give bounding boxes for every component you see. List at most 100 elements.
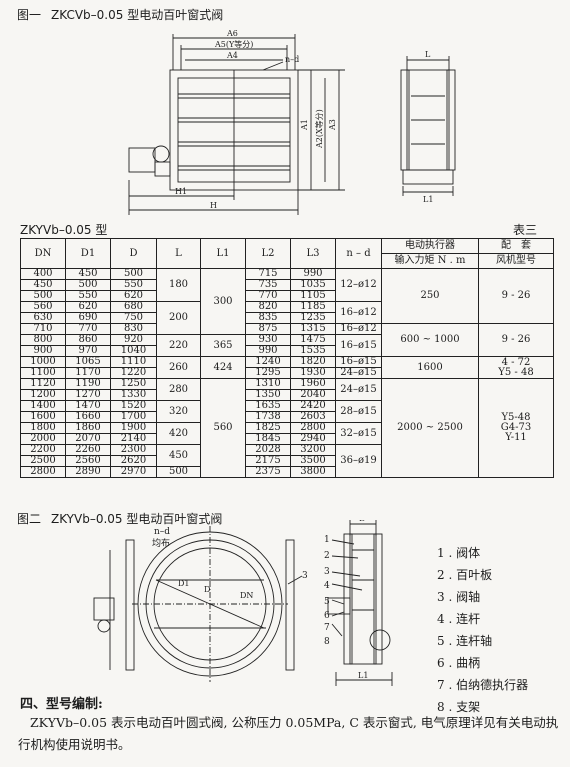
- cell-dn: 450: [20, 279, 66, 291]
- cell-l: 420: [156, 422, 201, 445]
- callout-7: 7: [324, 623, 330, 633]
- cell-nd: 12–ø12: [335, 268, 382, 302]
- cell-l2: 1310: [245, 378, 291, 390]
- table-row: 1120 1190 1250 280 560 1310 1960 24–ø15 …: [20, 378, 554, 478]
- table-row: 1000 1065 1110 260 424 1240 1820 16–ø15 …: [20, 356, 554, 379]
- fig2-l: L: [359, 520, 365, 523]
- figure2-drawing: n–d 均布 D1 D DN L L1 1 2 3 4 5 6 7 8 3: [93, 520, 393, 686]
- cell-nd: 32–ø15: [335, 422, 382, 445]
- table-row: 710 770 830 875 1315 16–ø12 600 ~ 1000 9…: [20, 323, 554, 357]
- cell-l3: 3800: [290, 466, 336, 478]
- cell-l3: 1185: [290, 301, 336, 313]
- dim-l: L: [425, 50, 431, 59]
- header-matching-sub: 风机型号: [478, 253, 554, 269]
- cell-dn: 800: [20, 334, 66, 346]
- cell-d1: 500: [65, 279, 111, 291]
- cell-l3: 2800: [290, 422, 336, 434]
- cell-dn: 1400: [20, 400, 66, 412]
- fan-text: 4 - 72: [501, 356, 531, 368]
- cell-d: 1110: [110, 356, 157, 368]
- table-title: ZKYVb–0.05 型: [20, 223, 108, 237]
- cell-l3: 1475: [290, 334, 336, 346]
- fan-text: Y5-48: [501, 412, 531, 423]
- figure2-label: 图二: [17, 512, 42, 526]
- cell-nd: 24–ø15: [335, 367, 382, 379]
- callout-2: 2: [324, 551, 330, 561]
- header-l2: L2: [245, 238, 291, 269]
- cell-dn: 900: [20, 345, 66, 357]
- cell-dn: 1800: [20, 422, 66, 434]
- cell-d1: 2260: [65, 444, 111, 456]
- legend-item: 8 . 支架: [437, 700, 481, 714]
- cell-d: 620: [110, 290, 157, 302]
- cell-d: 1040: [110, 345, 157, 357]
- cell-dn: 1000: [20, 356, 66, 368]
- cell-l3: 2420: [290, 400, 336, 412]
- section-text-line: ZKYVb–0.05 表示电动百叶圆式阀, 公称压力 0.05MPa, C 表示…: [30, 715, 559, 730]
- cell-d: 680: [110, 301, 157, 313]
- fig2-nd: n–d: [154, 527, 170, 537]
- table-row: 2800 2890 2970 500 2375 3800: [20, 466, 554, 478]
- cell-l2: 1738: [245, 411, 291, 423]
- cell-nd: 24–ø15: [335, 378, 382, 401]
- cell-dn: 1600: [20, 411, 66, 423]
- cell-d: 830: [110, 323, 157, 335]
- table-number: 表三: [513, 223, 538, 237]
- cell-d: 550: [110, 279, 157, 291]
- header-actuator-sub: 输入力矩 N . m: [381, 253, 479, 269]
- table-row: 1100 1170 1220 1295 1930 24–ø15: [20, 367, 554, 379]
- cell-l3: 3200: [290, 444, 336, 456]
- cell-d1: 2890: [65, 466, 111, 478]
- cell-nd: 36–ø19: [335, 444, 382, 478]
- callout-1: 1: [324, 535, 330, 545]
- callout-5: 5: [324, 597, 330, 607]
- cell-d1: 550: [65, 290, 111, 302]
- header-d: D: [110, 238, 157, 269]
- cell-d1: 1065: [65, 356, 111, 368]
- section-heading: 四、型号编制:: [20, 697, 103, 712]
- cell-d1: 970: [65, 345, 111, 357]
- cell-l3: 1035: [290, 279, 336, 291]
- figure1-label: 图一: [17, 8, 42, 22]
- cell-l3: 1235: [290, 312, 336, 324]
- cell-d1: 1660: [65, 411, 111, 423]
- fig2-jb: 均布: [152, 537, 170, 549]
- cell-d: 2300: [110, 444, 157, 456]
- cell-d: 2620: [110, 455, 157, 467]
- cell-l2: 1350: [245, 389, 291, 401]
- legend-item: 5 . 连杆轴: [437, 634, 493, 648]
- cell-l: 260: [156, 356, 201, 379]
- cell-l3: 990: [290, 268, 336, 280]
- cell-l2: 1825: [245, 422, 291, 434]
- cell-l: 200: [156, 301, 201, 335]
- cell-dn: 2200: [20, 444, 66, 456]
- cell-d1: 860: [65, 334, 111, 346]
- cell-l3: 1105: [290, 290, 336, 302]
- fig2-l1: L1: [358, 671, 368, 680]
- cell-d1: 1860: [65, 422, 111, 434]
- table-row: 630 690 750 835 1235: [20, 312, 554, 324]
- cell-d1: 1190: [65, 378, 111, 390]
- cell-l3: 1820: [290, 356, 336, 368]
- section-text: ZKYVb–0.05 表示电动百叶圆式阀, 公称压力 0.05MPa, C 表示…: [18, 712, 560, 756]
- header-actuator: 电动执行器: [381, 238, 479, 254]
- cell-d1: 2560: [65, 455, 111, 467]
- cell-l2: 2375: [245, 466, 291, 478]
- cell-actuator: 250: [381, 268, 479, 324]
- fig2-d: D: [204, 585, 210, 594]
- callout-4: 4: [324, 581, 330, 591]
- figure2-legend: 1 . 阀体 2 . 百叶板 3 . 阀轴 4 . 连杆 5 . 连杆轴 6 .…: [437, 544, 528, 720]
- callout-3-front: 3: [302, 571, 308, 581]
- cell-l: 280: [156, 378, 201, 401]
- fig2-dn: DN: [240, 591, 253, 600]
- cell-d: 920: [110, 334, 157, 346]
- cell-d1: 2070: [65, 433, 111, 445]
- table-row: 2200 2260 2300 450 2028 3200 36–ø19: [20, 444, 554, 478]
- cell-dn: 630: [20, 312, 66, 324]
- cell-l2: 715: [245, 268, 291, 280]
- table-row: 400 450 500 180 300 715 990 12–ø12 250 9…: [20, 268, 554, 335]
- callout-6: 6: [324, 611, 330, 621]
- spec-table: DN D1 D L L1 L2 L3 n – d 电动执行器 配 套 输入力矩 …: [20, 238, 554, 478]
